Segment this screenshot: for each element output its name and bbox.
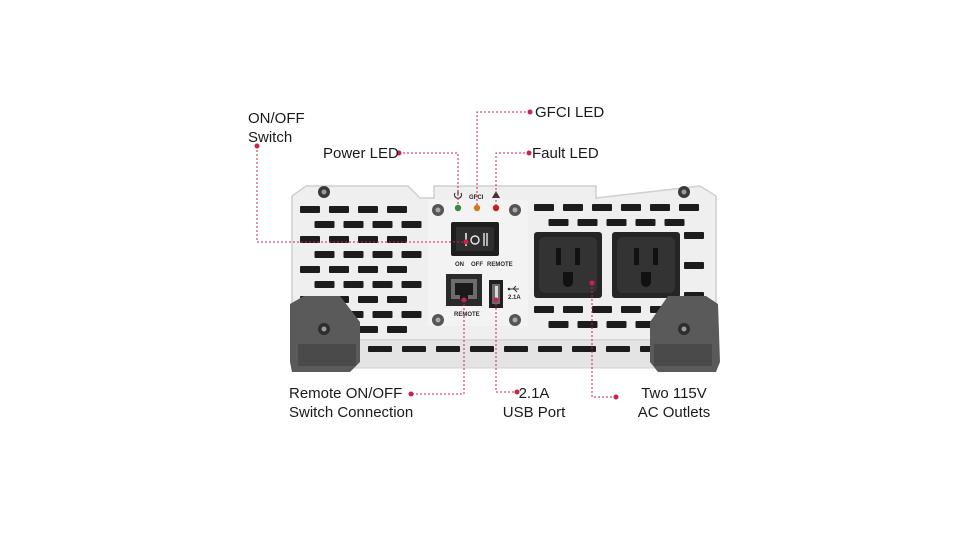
vent-slot — [314, 281, 335, 288]
vent-slot — [402, 346, 426, 352]
vent-slot — [684, 262, 704, 269]
vent-slot — [401, 281, 422, 288]
vent-slot — [548, 219, 569, 226]
vent-slot — [372, 251, 393, 258]
fault-led — [492, 204, 500, 212]
vent-slot — [343, 251, 364, 258]
remote-port-label: REMOTE — [454, 312, 480, 318]
vent-slot — [621, 204, 641, 211]
usb-port[interactable] — [489, 280, 503, 308]
vent-slot — [358, 296, 378, 303]
vent-slot — [329, 236, 349, 243]
vent-slot — [387, 266, 407, 273]
callout-dots — [254, 109, 619, 400]
vent-slot — [401, 251, 422, 258]
warning-triangle-icon — [492, 191, 500, 198]
vent-slot — [563, 306, 583, 313]
vent-slot — [300, 266, 320, 273]
callout-fault-led: Fault LED — [532, 145, 599, 162]
right-foot-guard — [650, 296, 720, 372]
ac-outlet-right[interactable] — [612, 232, 680, 298]
vent-slot — [343, 281, 364, 288]
callout-ac-outlets: Two 115V AC Outlets — [620, 384, 728, 422]
vent-slot — [635, 219, 656, 226]
switch-on-label: ON — [455, 262, 464, 268]
vent-slot — [592, 306, 612, 313]
vent-slot — [329, 266, 349, 273]
vent-slot — [401, 221, 422, 228]
callout-remote-line1: Remote ON/OFF — [289, 385, 403, 402]
callout-ac-line1: Two 115V — [641, 385, 707, 402]
vent-slot — [538, 346, 562, 352]
gfci-panel-label: GFCI — [469, 195, 484, 201]
vent-slot — [563, 204, 583, 211]
vent-slot — [592, 204, 612, 211]
vent-slot — [401, 311, 422, 318]
switch-remote-label: REMOTE — [487, 262, 513, 268]
vent-slot — [621, 306, 641, 313]
vent-slot — [358, 236, 378, 243]
vent-slot — [470, 346, 494, 352]
callout-usb-line1: 2.1A — [518, 385, 550, 402]
left-foot-guard — [290, 296, 360, 372]
vent-slot — [300, 236, 320, 243]
vent-slot — [372, 281, 393, 288]
callout-power-led: Power LED — [323, 145, 399, 162]
vent-slot — [387, 206, 407, 213]
vent-slot — [387, 296, 407, 303]
callout-remote-line2: Switch Connection — [289, 404, 414, 421]
vent-slot — [577, 321, 598, 328]
switch-off-label: OFF — [471, 262, 483, 268]
callout-usb-line2: USB Port — [502, 404, 566, 421]
vent-slot — [372, 311, 393, 318]
vent-slot — [329, 206, 349, 213]
vent-slot — [548, 321, 569, 328]
power-led — [454, 204, 462, 212]
vent-slot — [504, 346, 528, 352]
vent-slot — [343, 221, 364, 228]
vent-slot — [314, 251, 335, 258]
vent-slot — [650, 204, 670, 211]
callout-remote-connection: Remote ON/OFF Switch Connection — [289, 384, 413, 422]
vent-slot — [300, 206, 320, 213]
vent-slot — [358, 206, 378, 213]
vent-slot — [534, 306, 554, 313]
vent-slot — [606, 346, 630, 352]
vent-slot — [358, 266, 378, 273]
usb-trident-icon — [507, 285, 519, 293]
vent-slot — [368, 346, 392, 352]
callout-ac-line2: AC Outlets — [637, 404, 711, 421]
callout-on-off-line1: ON/OFF — [248, 110, 305, 127]
on-off-rocker-switch[interactable] — [451, 222, 499, 256]
vent-slot — [606, 219, 627, 226]
ventilation-slots — [300, 204, 704, 352]
vent-slot — [664, 219, 685, 226]
vent-slot — [372, 221, 393, 228]
callout-on-off-switch: ON/OFF Switch — [248, 109, 305, 147]
vent-slot — [684, 232, 704, 239]
vent-slot — [577, 219, 598, 226]
vent-slot — [534, 204, 554, 211]
callout-leader-lines — [256, 111, 616, 398]
vent-slot — [387, 236, 407, 243]
vent-slot — [572, 346, 596, 352]
ac-outlet-left[interactable] — [534, 232, 602, 298]
usb-rating-label: 2.1A — [508, 295, 521, 301]
vent-slot — [387, 326, 407, 333]
gfci-led — [473, 204, 481, 212]
callout-usb-port: 2.1A USB Port — [502, 384, 566, 422]
callout-gfci-led: GFCI LED — [535, 104, 605, 121]
vent-slot — [358, 326, 378, 333]
vent-slot — [679, 204, 699, 211]
vent-slot — [314, 221, 335, 228]
vent-slot — [436, 346, 460, 352]
callout-on-off-line2: Switch — [248, 129, 293, 146]
vent-slot — [606, 321, 627, 328]
